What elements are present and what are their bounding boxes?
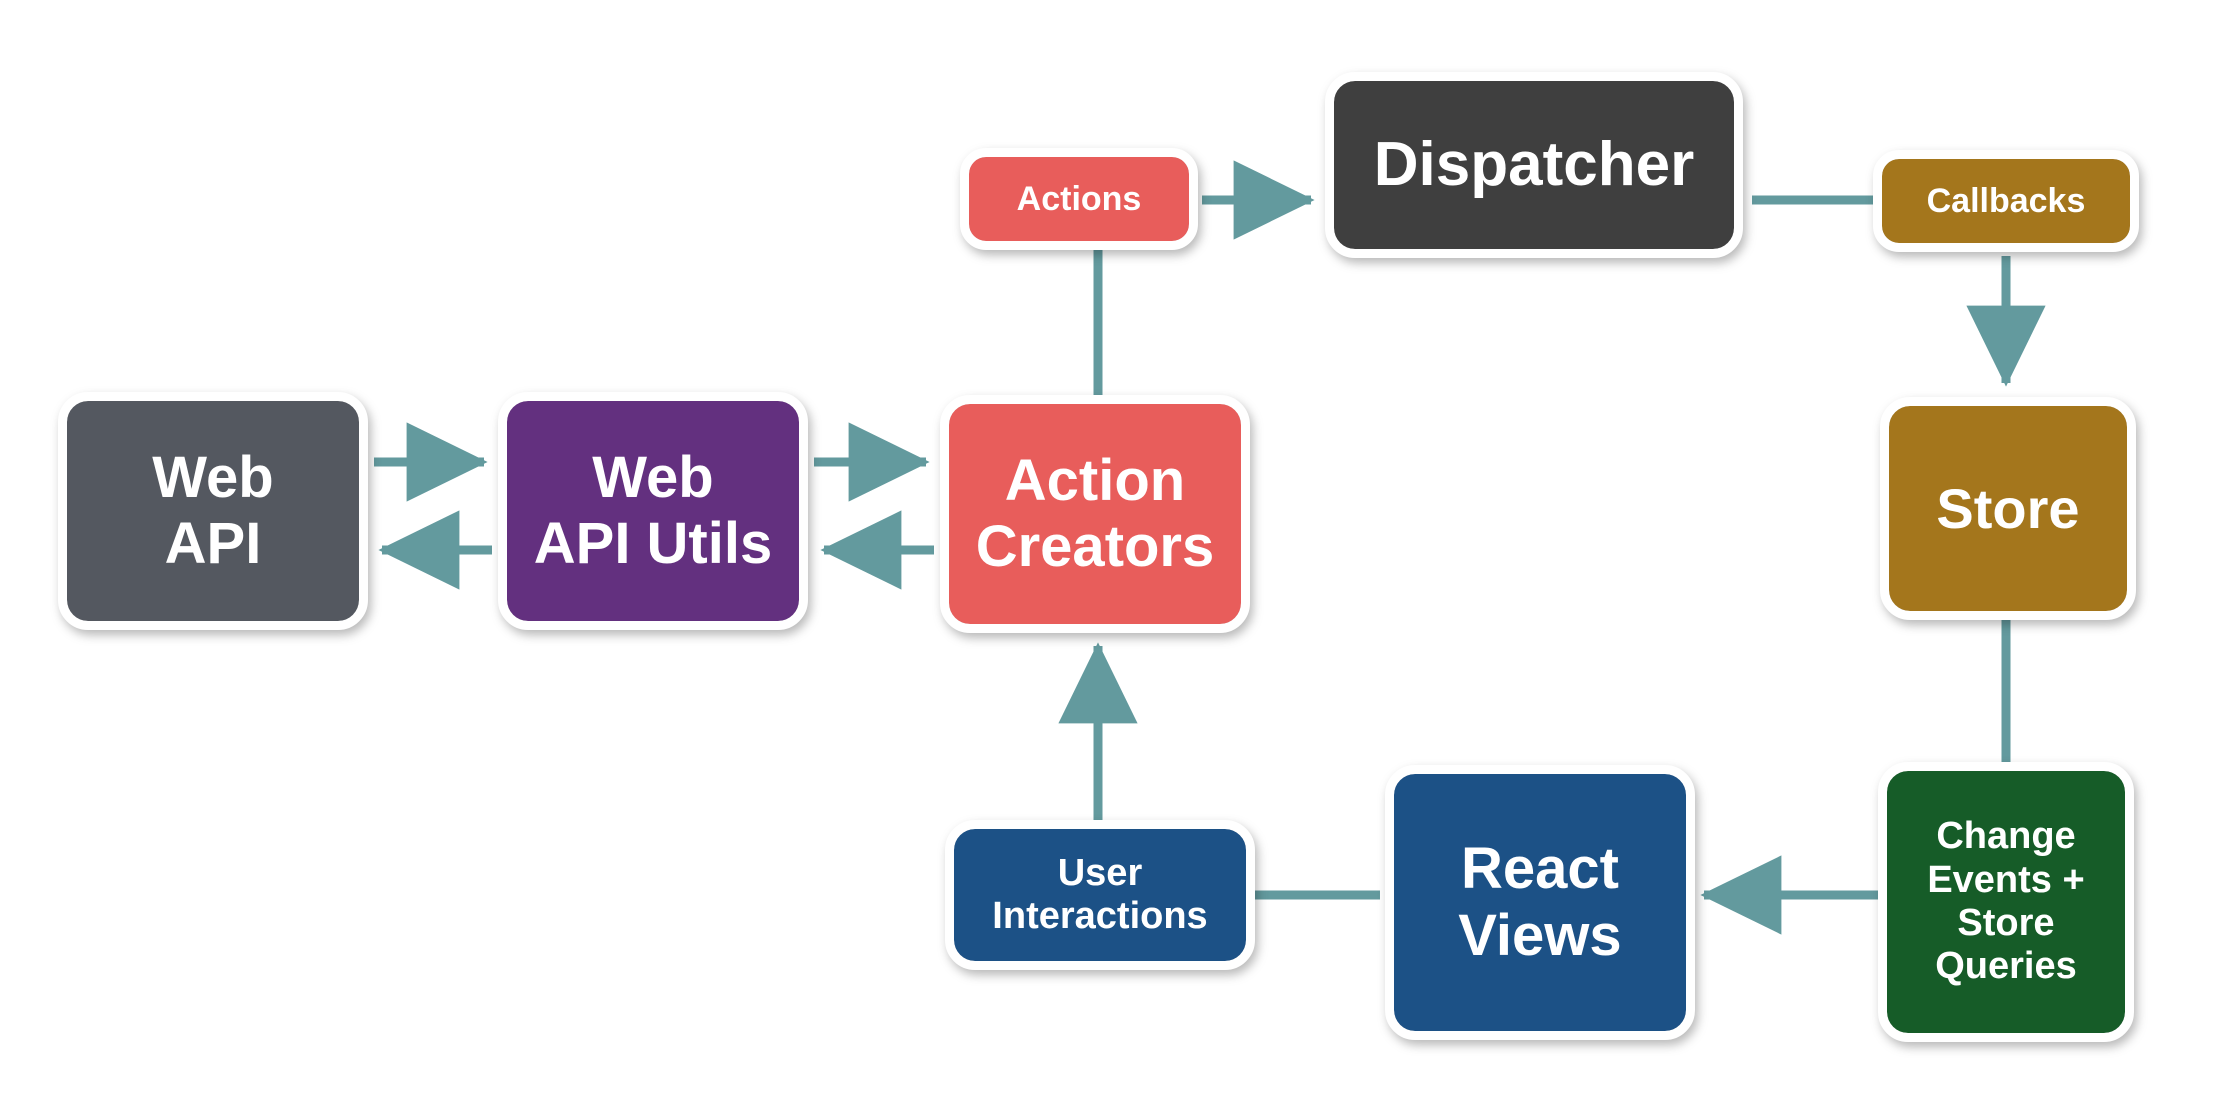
- node-actions-label: Actions: [1016, 179, 1142, 218]
- node-web-api-utils[interactable]: Web API Utils: [498, 392, 808, 630]
- node-dispatcher-label: Dispatcher: [1373, 129, 1695, 199]
- node-react-views-label: React Views: [1458, 836, 1622, 968]
- node-user-interactions-label: User Interactions: [992, 851, 1208, 937]
- node-react-views[interactable]: React Views: [1385, 765, 1695, 1040]
- node-user-interactions[interactable]: User Interactions: [945, 820, 1255, 970]
- node-store[interactable]: Store: [1880, 397, 2136, 620]
- node-callbacks-label: Callbacks: [1926, 181, 2086, 220]
- node-action-creators-label: Action Creators: [975, 447, 1215, 579]
- node-store-label: Store: [1936, 476, 2080, 540]
- node-callbacks[interactable]: Callbacks: [1873, 150, 2139, 252]
- node-dispatcher[interactable]: Dispatcher: [1325, 72, 1743, 258]
- node-web-api[interactable]: Web API: [58, 392, 368, 630]
- node-action-creators[interactable]: Action Creators: [940, 395, 1250, 633]
- node-change-events[interactable]: Change Events + Store Queries: [1878, 762, 2134, 1042]
- node-change-events-label: Change Events + Store Queries: [1927, 815, 2085, 988]
- node-web-api-utils-label: Web API Utils: [533, 444, 773, 576]
- node-actions[interactable]: Actions: [960, 148, 1198, 250]
- node-web-api-label: Web API: [152, 444, 274, 576]
